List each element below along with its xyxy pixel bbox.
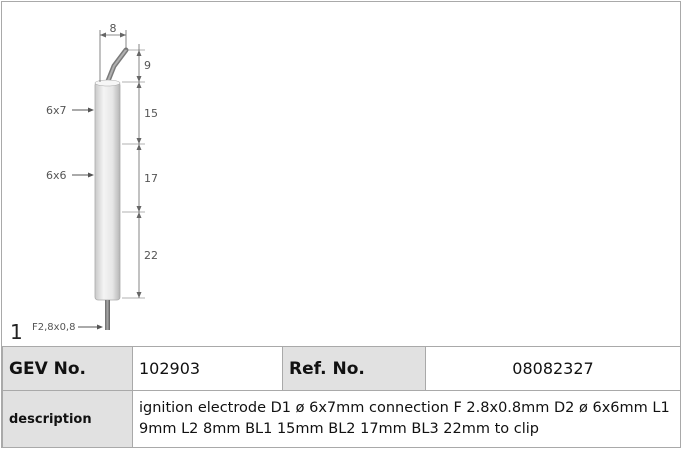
diameter-d1-label: 6x7: [46, 104, 67, 117]
gev-number-value: 102903: [132, 346, 283, 391]
ceramic-insulator: [94, 81, 121, 301]
connector-label: F2,8x0,8: [32, 322, 75, 333]
ref-number-value: 08082327: [425, 346, 681, 391]
ref-number-label: Ref. No.: [282, 346, 426, 391]
dimension-bl2-label: 17: [144, 172, 158, 185]
description-value: ignition electrode D1 ø 6x7mm connection…: [132, 390, 681, 448]
dimension-bl1-label: 15: [144, 107, 158, 120]
figure-number: 1: [10, 320, 23, 344]
width-dimension-label: 8: [110, 22, 117, 35]
dimension-l1-label: 9: [144, 59, 151, 72]
electrode-drawing: 8 9 15 17 22 6x7 6x6: [32, 22, 158, 333]
product-info-table: GEV No. 102903 Ref. No. 08082327 descrip…: [2, 346, 681, 448]
dimension-bl3-label: 22: [144, 249, 158, 262]
description-label: description: [2, 390, 133, 448]
gev-number-label: GEV No.: [2, 346, 133, 391]
technical-drawing: 8 9 15 17 22 6x7 6x6: [2, 2, 680, 346]
table-row: GEV No. 102903 Ref. No. 08082327: [2, 346, 681, 391]
connector-pin: [105, 300, 110, 330]
diameter-d2-label: 6x6: [46, 169, 67, 182]
table-row: description ignition electrode D1 ø 6x7m…: [2, 390, 681, 448]
